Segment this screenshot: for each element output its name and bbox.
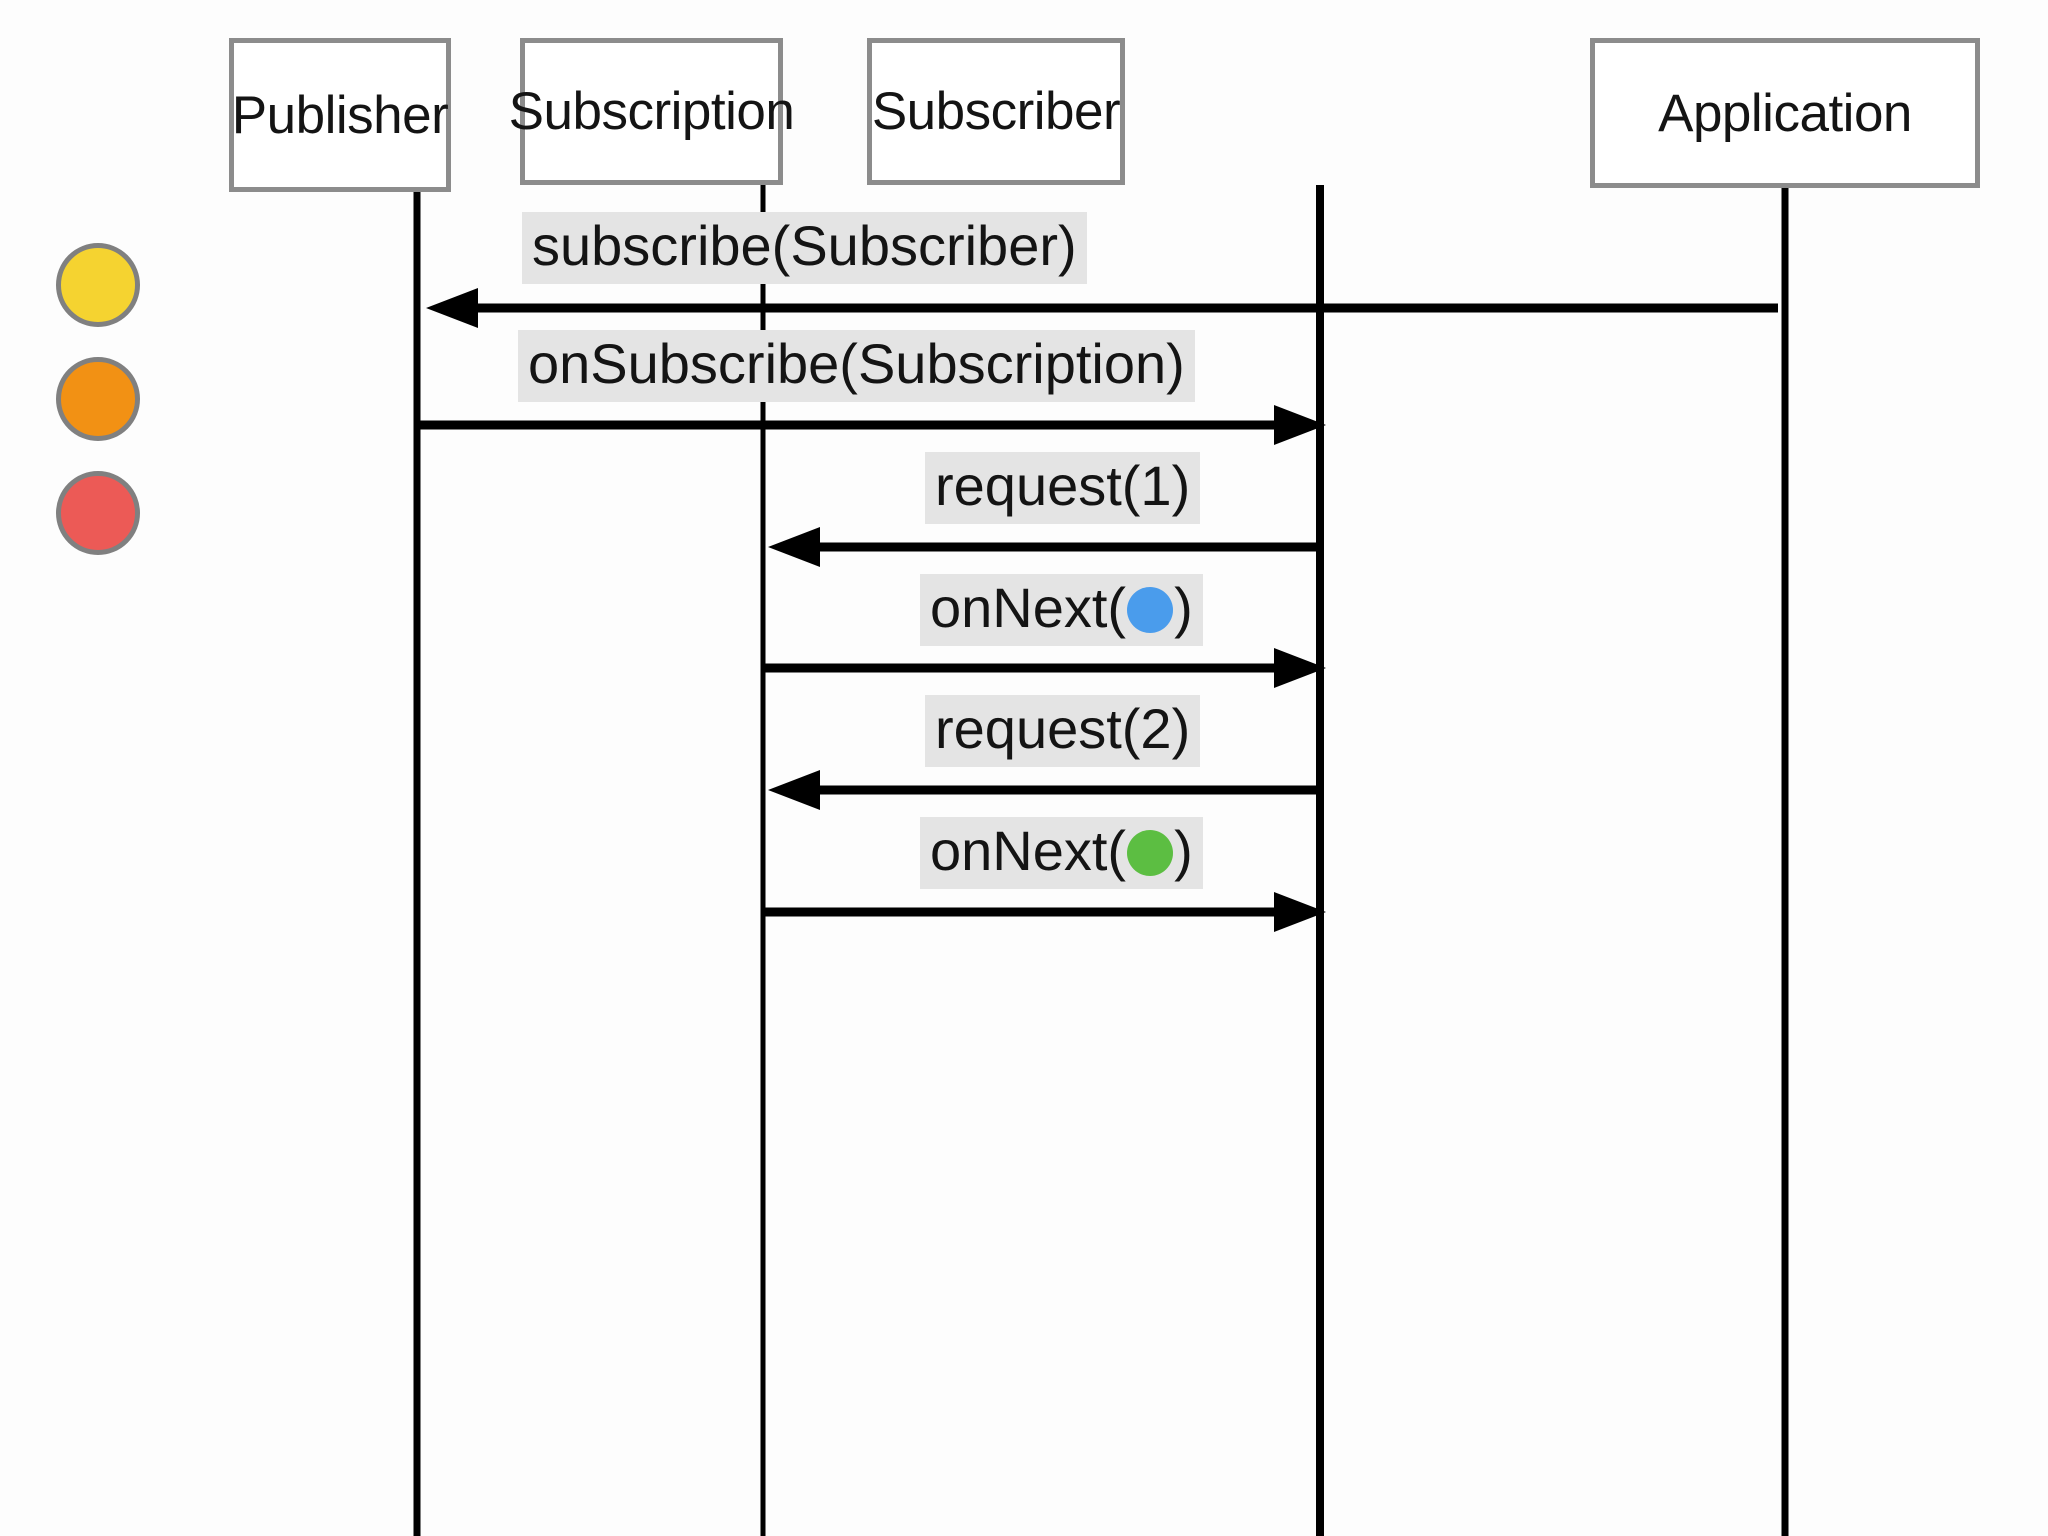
lifelines-group xyxy=(413,185,1789,1536)
participant-label-application: Application xyxy=(1658,83,1912,143)
token-circle-green-icon xyxy=(1127,830,1174,876)
message-label-subscribe: subscribe(Subscriber) xyxy=(522,212,1087,284)
participant-publisher[interactable]: Publisher xyxy=(229,38,451,192)
arrow-on-next-green xyxy=(765,892,1326,932)
message-label-on-next-blue: onNext() xyxy=(920,574,1203,646)
token-circle-blue-icon xyxy=(1127,587,1174,633)
arrow-request-2 xyxy=(768,770,1320,810)
message-text-on-subscribe: onSubscribe(Subscription) xyxy=(528,332,1185,395)
participant-subscriber[interactable]: Subscriber xyxy=(867,38,1125,185)
participant-subscription[interactable]: Subscription xyxy=(509,38,795,185)
message-text-on-next-blue-suffix: ) xyxy=(1174,576,1193,639)
arrow-subscribe xyxy=(426,288,1778,328)
message-text-request-1: request(1) xyxy=(935,454,1191,517)
message-text-subscribe: subscribe(Subscriber) xyxy=(532,214,1077,277)
arrow-request-1 xyxy=(768,527,1320,567)
step-marker-3-icon xyxy=(56,471,140,555)
message-label-on-next-green: onNext() xyxy=(920,817,1203,889)
step-marker-1-icon xyxy=(56,243,140,327)
message-label-request-2: request(2) xyxy=(925,695,1201,767)
participant-label-subscription: Subscription xyxy=(508,82,795,141)
message-arrows-group xyxy=(420,288,1778,932)
participant-label-publisher: Publisher xyxy=(231,85,449,145)
message-text-on-next-green-prefix: onNext( xyxy=(930,819,1127,882)
arrow-on-subscribe xyxy=(420,405,1326,445)
message-text-request-2: request(2) xyxy=(935,697,1191,760)
message-label-request-1: request(1) xyxy=(925,452,1201,524)
arrow-on-next-blue xyxy=(765,648,1326,688)
participant-application[interactable]: Application xyxy=(1590,38,1980,188)
step-marker-2-icon xyxy=(56,357,140,441)
message-text-on-next-green-suffix: ) xyxy=(1174,819,1193,882)
participant-label-subscriber: Subscriber xyxy=(871,82,1121,141)
message-label-on-subscribe: onSubscribe(Subscription) xyxy=(518,330,1195,402)
message-text-on-next-blue-prefix: onNext( xyxy=(930,576,1127,639)
